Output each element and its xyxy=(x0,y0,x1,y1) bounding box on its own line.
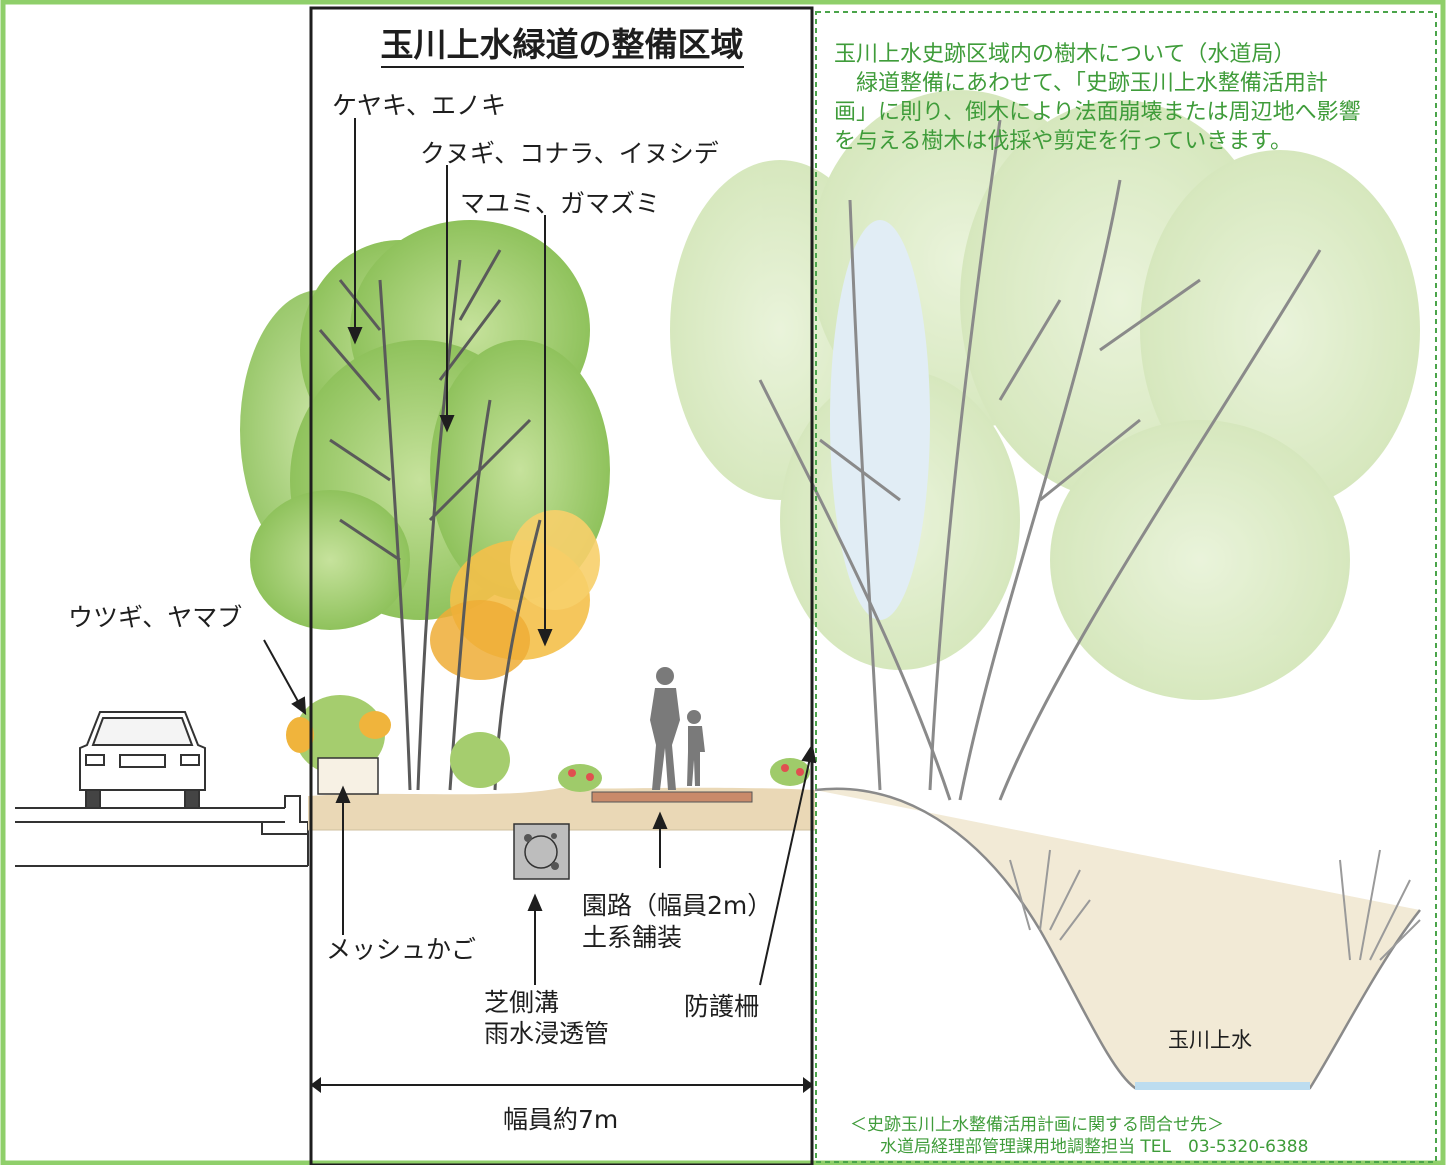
river-water xyxy=(1135,1082,1310,1090)
contact-info: ＜史跡玉川上水整備活用計画に関する問合せ先＞ 水道局経理部管理課用地調整担当 T… xyxy=(850,1114,1308,1158)
label-path-pavement: 土系舗装 xyxy=(582,923,683,952)
right-side-trunks xyxy=(758,119,1322,801)
label-arrows xyxy=(263,118,817,1093)
label-infiltration-pipe: 雨水浸透管 xyxy=(484,1019,610,1048)
label-mesh-basket: メッシュかご xyxy=(326,935,477,964)
mesh-basket xyxy=(317,757,379,795)
notice-line: 玉川上水史跡区域内の樹木について（水道局） xyxy=(834,42,1296,67)
right-bank xyxy=(814,787,1421,1090)
dashed-frame xyxy=(815,11,1437,1163)
tree-trunks xyxy=(318,249,542,791)
contact-line-1: ＜史跡玉川上水整備活用計画に関する問合せ先＞ xyxy=(850,1115,1224,1135)
label-keyaki: ケヤキ、エノキ xyxy=(332,91,507,120)
right-shrubs xyxy=(1009,849,1421,961)
notice-line: を与える樹木は伐採や剪定を行っていきます。 xyxy=(834,129,1293,154)
label-river: 玉川上水 xyxy=(1168,1028,1252,1052)
tree-notice: 玉川上水史跡区域内の樹木について（水道局） 緑道整備にあわせて、「史跡玉川上水整… xyxy=(834,40,1434,156)
label-mayumi: マユミ、ガマズミ xyxy=(460,189,661,218)
shrubs xyxy=(286,695,810,792)
contact-line-2: 水道局経理部管理課用地調整担当 TEL 03-5320-6388 xyxy=(880,1137,1309,1157)
label-utsugi: ウツギ、ヤマブ xyxy=(68,603,243,632)
notice-line: 緑道整備にあわせて、「史跡玉川上水整備活用計 xyxy=(834,71,1328,96)
label-kunugi: クヌギ、コナラ、イヌシデ xyxy=(420,139,719,168)
notice-line: 画」に則り、倒木により法面崩壊または周辺地へ影響 xyxy=(834,100,1361,125)
page-title: 玉川上水緑道の整備区域 xyxy=(312,18,812,68)
infiltration-pipe xyxy=(513,823,570,880)
right-side-trees xyxy=(670,90,1420,700)
label-shiba-gutter: 芝側溝 xyxy=(484,988,560,1017)
label-fence: 防護柵 xyxy=(684,992,760,1021)
garden-path xyxy=(591,791,753,803)
car xyxy=(79,711,206,809)
label-path-width: 園路（幅員2m） xyxy=(582,891,773,920)
label-total-width: 幅員約7m xyxy=(503,1105,619,1134)
people xyxy=(650,667,705,790)
road xyxy=(15,795,309,867)
